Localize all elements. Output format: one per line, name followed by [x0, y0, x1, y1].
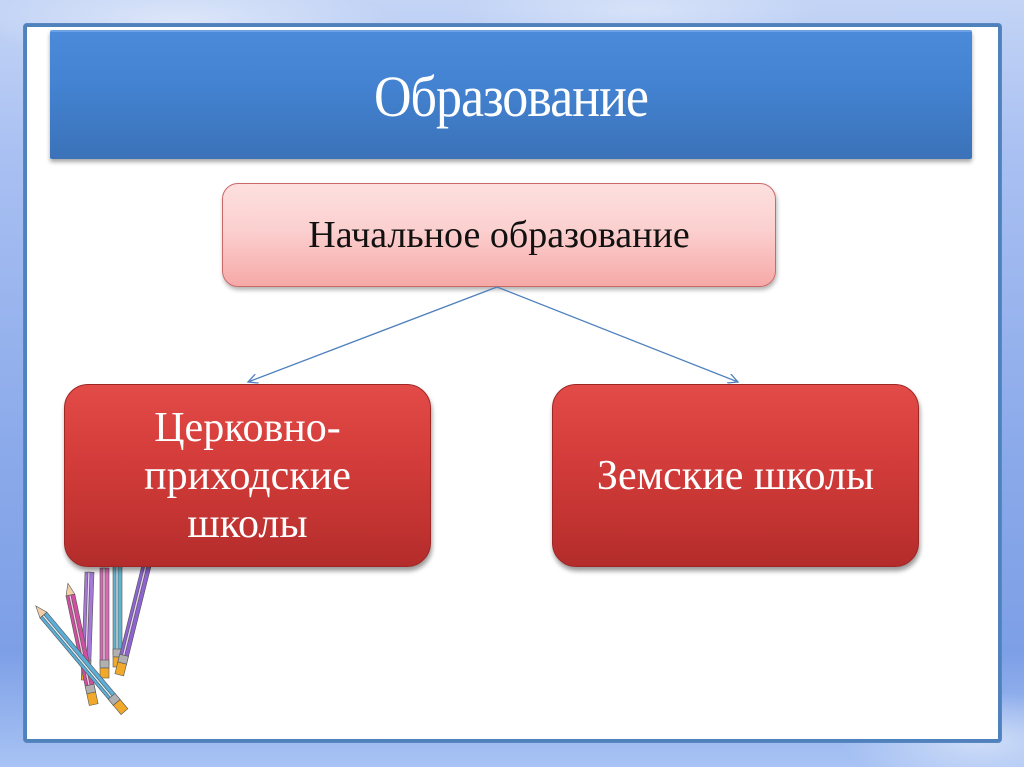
label-line-1: Церковно- [154, 404, 341, 451]
child-node-parish-schools: Церковно- приходские школы [64, 384, 431, 567]
root-node: Начальное образование [222, 183, 776, 287]
root-node-label: Начальное образование [308, 214, 690, 256]
slide-title: Образование [373, 65, 649, 130]
label-line-3: школы [187, 500, 308, 547]
child-node-parish-schools-label: Церковно- приходские школы [144, 404, 351, 548]
title-bar: Образование [50, 30, 972, 159]
child-node-zemstvo-schools-label: Земские школы [596, 452, 875, 499]
child-node-zemstvo-schools: Земские школы [552, 384, 919, 567]
colored-pencils-icon [35, 564, 152, 715]
label-line-2: приходские [144, 452, 351, 499]
